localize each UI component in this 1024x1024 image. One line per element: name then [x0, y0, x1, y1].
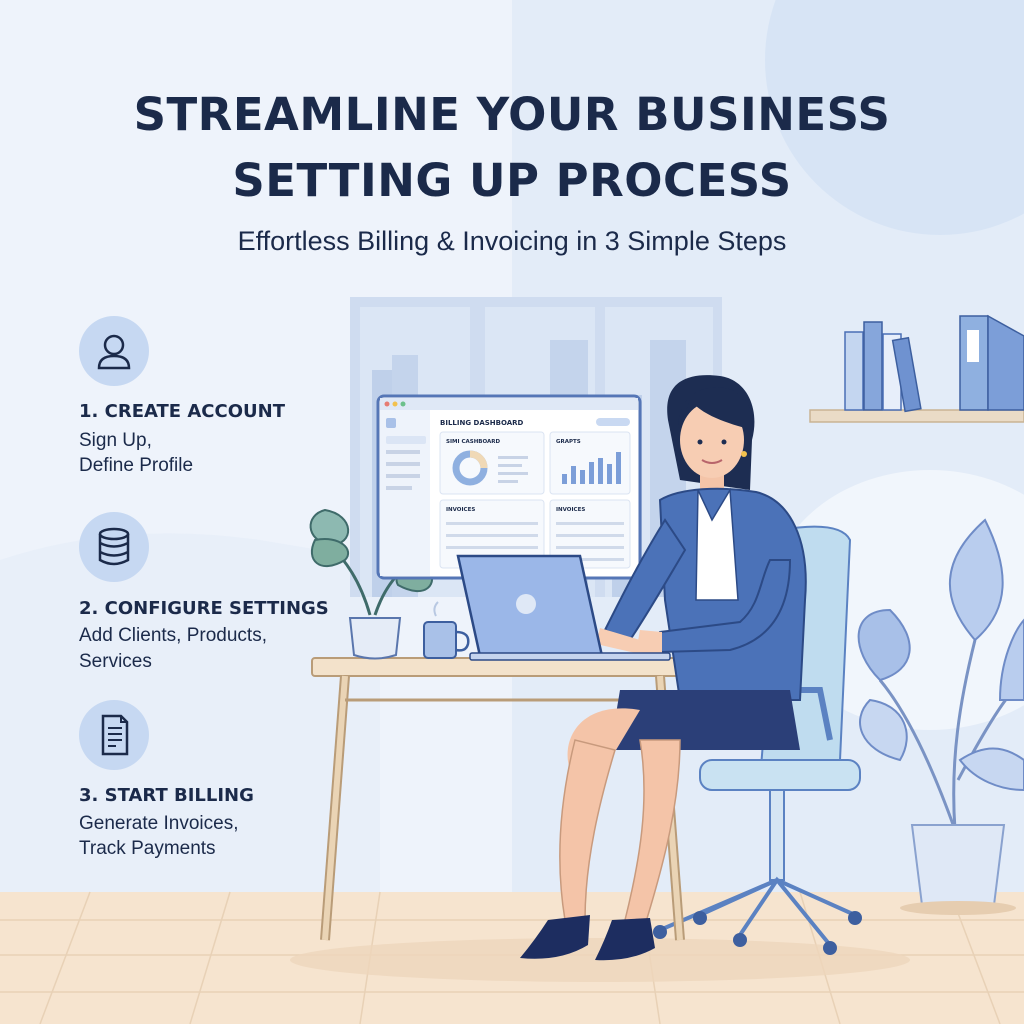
headline-line-1: STREAMLINE YOUR BUSINESS	[133, 88, 891, 141]
step-1-title: 1. CREATE ACCOUNT	[79, 401, 285, 422]
database-icon	[79, 512, 149, 582]
subtitle: Effortless Billing & Invoicing in 3 Simp…	[237, 226, 787, 256]
step-2-line-1: Add Clients, Products,	[79, 625, 267, 646]
headline-line-2: SETTING UP PROCESS	[232, 154, 792, 207]
card-3-title: INVOICES	[446, 507, 475, 513]
step-2-title: 2. CONFIGURE SETTINGS	[79, 598, 329, 619]
floor-plant	[857, 518, 1024, 915]
step-3-line-1: Generate Invoices,	[79, 813, 239, 834]
step-1-line-2: Define Profile	[79, 455, 194, 476]
card-4-title: INVOICES	[556, 507, 585, 513]
card-2-title: GRAPTS	[556, 439, 581, 445]
laptop	[456, 554, 671, 661]
dashboard-header: BILLING DASHBOARD	[440, 419, 524, 427]
step-3-title: 3. START BILLING	[79, 785, 254, 806]
step-3-line-2: Track Payments	[79, 838, 216, 859]
step-1-line-1: Sign Up,	[79, 430, 152, 451]
card-1-title: SIMI CASHBOARD	[446, 439, 501, 445]
coffee-mug	[423, 601, 470, 659]
bookshelf	[809, 314, 1024, 423]
invoice-icon	[79, 700, 149, 770]
billing-dashboard-monitor	[376, 394, 642, 580]
user-icon	[79, 316, 149, 386]
step-2-line-2: Services	[79, 651, 152, 672]
woman-illustration	[520, 375, 807, 961]
